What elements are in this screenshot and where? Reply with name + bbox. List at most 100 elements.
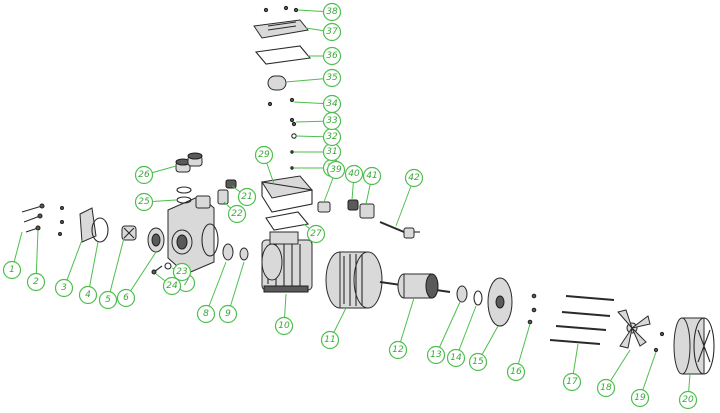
- part-stator: [325, 251, 383, 309]
- callout-10: 10: [274, 293, 294, 336]
- callout-number: 6: [123, 293, 129, 303]
- callout-26: 26: [134, 165, 177, 185]
- callout-circle: [630, 388, 650, 408]
- part-terminal-box: [261, 175, 313, 231]
- callout-17: 17: [562, 343, 582, 392]
- callout-circle: [362, 166, 382, 186]
- callout-circle: [116, 288, 136, 308]
- callout-circle: [254, 145, 274, 165]
- callout-24: 24: [155, 273, 182, 296]
- callout-circle: [237, 187, 257, 207]
- callout-circle: [162, 276, 182, 296]
- callout-circle: [322, 22, 342, 42]
- callout-number: 38: [326, 7, 338, 17]
- callout-15: 15: [468, 325, 499, 372]
- callout-27: 27: [303, 223, 326, 244]
- callout-number: 4: [85, 290, 91, 300]
- callout-circle: [322, 68, 342, 88]
- callout-number: 24: [166, 281, 178, 291]
- callout-37: 37: [305, 22, 342, 42]
- callout-number: 33: [326, 116, 338, 126]
- callout-leader-line: [125, 251, 157, 299]
- callout-number: 14: [450, 353, 462, 363]
- part-motor-housing: [261, 231, 313, 293]
- callout-36: 36: [308, 46, 342, 66]
- callout-circle: [426, 345, 446, 365]
- callout-33: 33: [295, 111, 342, 131]
- callout-circle: [562, 372, 582, 392]
- part-tie-rods: [549, 295, 615, 345]
- callout-8: 8: [196, 261, 227, 324]
- callout-number: 21: [241, 192, 252, 202]
- callout-21: 21: [231, 185, 257, 207]
- callout-circle: [172, 262, 192, 282]
- callout-20: 20: [678, 373, 698, 410]
- callout-leader-line: [455, 305, 477, 359]
- callout-11: 11: [320, 307, 347, 350]
- callout-circle: [26, 272, 46, 292]
- callout-3: 3: [54, 239, 83, 298]
- callout-circle: [322, 94, 342, 114]
- callout-14: 14: [446, 305, 477, 368]
- callout-leader-line: [107, 237, 125, 301]
- callout-number: 27: [310, 229, 322, 239]
- callout-circle: [274, 316, 294, 336]
- callout-leader-line: [435, 301, 461, 356]
- callout-circle: [388, 340, 408, 360]
- callout-5: 5: [98, 237, 125, 310]
- part-washer: [164, 262, 172, 270]
- callout-circle: [678, 390, 698, 410]
- callout-circle: [344, 164, 364, 184]
- callout-number: 37: [326, 27, 338, 37]
- callout-circle: [78, 285, 98, 305]
- callout-number: 15: [472, 357, 484, 367]
- callout-19: 19: [630, 351, 657, 408]
- callout-circle: [506, 362, 526, 382]
- callout-23: 23: [171, 262, 192, 282]
- callout-number: 1: [9, 265, 15, 275]
- part-mechanical-seal: [222, 243, 234, 261]
- callout-circle: [2, 260, 22, 280]
- part-bearing: [456, 285, 468, 303]
- part-terminal-gasket: [265, 211, 310, 231]
- part-o-ring: [91, 217, 109, 243]
- callout-39: 39: [323, 160, 346, 203]
- callout-4: 4: [78, 241, 99, 305]
- part-screws: [21, 203, 64, 236]
- callout-number: 40: [348, 169, 360, 179]
- part-plugs: [175, 152, 203, 173]
- callout-number: 7: [183, 278, 189, 288]
- callout-1: 1: [2, 231, 23, 280]
- callout-number: 3: [61, 283, 67, 293]
- callout-35: 35: [285, 68, 342, 88]
- callout-13: 13: [426, 301, 461, 365]
- callout-number: 18: [600, 383, 612, 393]
- callout-circle: [196, 304, 216, 324]
- callout-circle: [218, 304, 238, 324]
- callout-number: 25: [138, 197, 150, 207]
- callout-number: 29: [258, 150, 270, 160]
- part-rotor-shaft: [379, 273, 451, 299]
- callout-number: 36: [326, 51, 338, 61]
- part-terminal-cover-stack: [253, 5, 312, 170]
- part-impeller: [121, 225, 137, 241]
- callout-number: 10: [278, 321, 290, 331]
- part-bearing-ring: [239, 247, 249, 261]
- callout-number: 16: [510, 367, 522, 377]
- callout-number: 20: [682, 395, 694, 405]
- callout-29: 29: [254, 145, 275, 185]
- callout-9: 9: [218, 261, 245, 324]
- part-fan-cover: [673, 317, 715, 375]
- callout-circle: [227, 204, 247, 224]
- callout-number: 13: [430, 350, 442, 360]
- callout-number: 39: [330, 165, 342, 175]
- callout-number: 8: [203, 309, 209, 319]
- callout-number: 34: [326, 99, 338, 109]
- part-diffuser: [147, 227, 165, 253]
- parts-artwork: [21, 5, 715, 375]
- callout-42: 42: [395, 168, 424, 227]
- callout-25: 25: [134, 192, 177, 212]
- callout-circle: [326, 160, 346, 180]
- callout-circle: [134, 165, 154, 185]
- callout-6: 6: [116, 251, 157, 308]
